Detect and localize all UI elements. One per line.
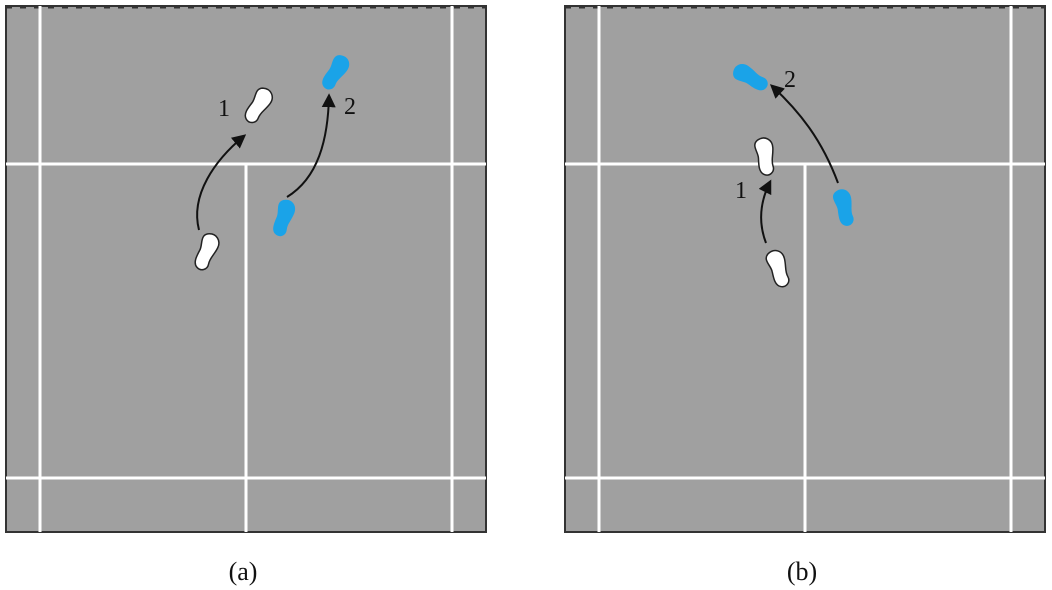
move-arrow-1-a — [196, 134, 247, 231]
step-label-2-a: 2 — [344, 94, 356, 120]
step-label-1-a: 1 — [218, 96, 230, 122]
step-label-1-b: 1 — [735, 178, 747, 204]
panel-caption-a: (a) — [229, 557, 258, 586]
panel-b: 1 2 (b) — [564, 5, 1046, 586]
panel-a: 1 2 (a) — [5, 5, 487, 586]
move-arrow-2-a — [286, 93, 336, 198]
move-arrow-2-b — [769, 84, 839, 184]
step-label-2-b: 2 — [784, 67, 796, 93]
panel-caption-b: (b) — [787, 557, 817, 586]
move-arrow-1-b — [758, 179, 772, 244]
